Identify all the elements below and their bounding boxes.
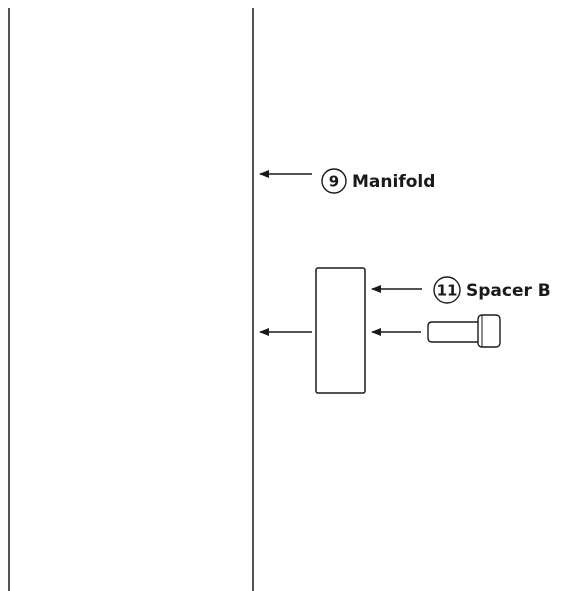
spacer-block [315, 267, 366, 394]
callout-number: 9 [329, 173, 339, 191]
callout-manifold: 9 Manifold [321, 168, 435, 194]
screw [427, 314, 501, 348]
callout-number-circle [321, 168, 347, 194]
callout-label: Manifold [352, 172, 435, 192]
callout-label: Spacer B [466, 281, 551, 301]
callout-spacer-b: 11 Spacer B [433, 276, 551, 304]
screw-shank [427, 321, 478, 343]
callout-number: 11 [437, 282, 458, 300]
callout-number-circle [433, 276, 461, 304]
screw-head [477, 314, 501, 348]
